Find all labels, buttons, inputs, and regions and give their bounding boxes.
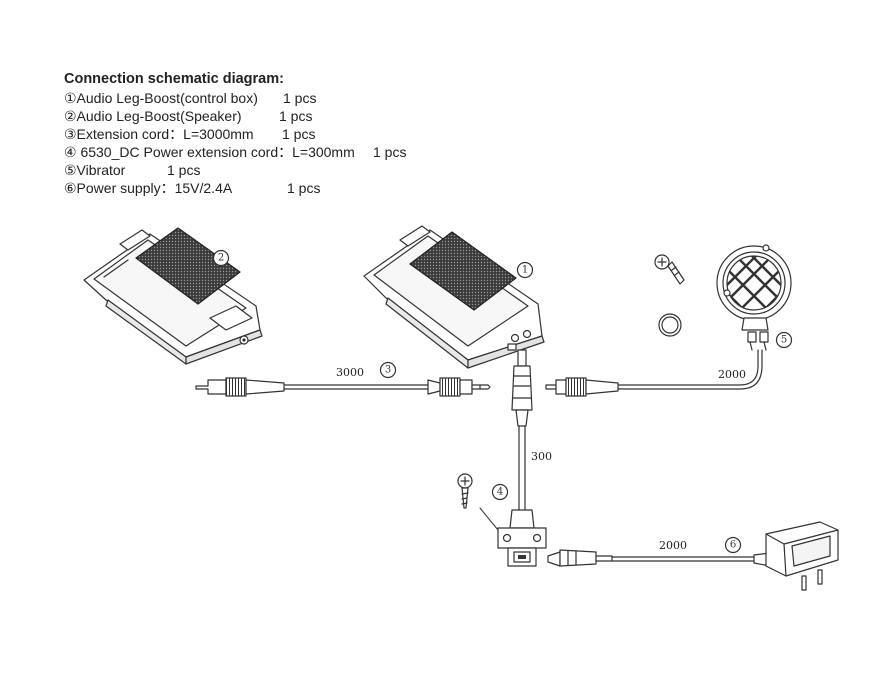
callout-4: 4 <box>491 483 509 501</box>
legend-item-extension-cord: ③Extension cord：L=3000mm 1 pcs <box>64 125 355 143</box>
legend-item-label: ④ 6530_DC Power extension cord：L=300mm <box>64 144 355 160</box>
legend: Connection schematic diagram: ①Audio Leg… <box>64 70 406 197</box>
legend-item-control-box: ①Audio Leg-Boost(control box) 1 pcs <box>64 89 355 107</box>
legend-item-speaker: ②Audio Leg-Boost(Speaker) 1 pcs <box>64 107 355 125</box>
mount-leader-line <box>479 507 499 531</box>
speaker-unit <box>83 227 263 365</box>
legend-item-vibrator: ⑤Vibrator 1 pcs <box>64 161 355 179</box>
length-label-cord4: 300 <box>531 450 552 463</box>
length-label-cord3: 3000 <box>336 366 364 379</box>
legend-item-qty: 1 pcs <box>287 180 321 196</box>
length-label-cord5: 2000 <box>718 368 746 381</box>
callout-1: 1 <box>516 261 534 279</box>
diagram-title: Connection schematic diagram: <box>64 71 284 87</box>
legend-item-label: ①Audio Leg-Boost(control box) <box>64 90 258 106</box>
power-adapter <box>765 521 839 591</box>
legend-item-qty: 1 pcs <box>282 126 316 142</box>
legend-item-label: ⑥Power supply：15V/2.4A <box>64 180 233 196</box>
length-label-cord6: 2000 <box>659 539 687 552</box>
vibrator <box>716 244 792 351</box>
svg-text:3: 3 <box>385 365 391 376</box>
legend-item-label: ②Audio Leg-Boost(Speaker) <box>64 108 242 124</box>
dc-extension-cord <box>497 349 547 567</box>
legend-item-qty: 1 pcs <box>373 144 407 160</box>
callout-3: 3 <box>379 361 397 379</box>
screw-icon <box>457 473 473 509</box>
svg-text:2: 2 <box>218 253 224 264</box>
legend-item-qty: 1 pcs <box>279 108 313 124</box>
callout-2: 2 <box>212 249 230 267</box>
legend-item-label: ⑤Vibrator <box>64 162 126 178</box>
callout-6: 6 <box>724 536 742 554</box>
washer-icon <box>658 313 682 337</box>
legend-item-dc-cord: ④ 6530_DC Power extension cord：L=300mm 1… <box>64 143 406 161</box>
legend-item-power-supply: ⑥Power supply：15V/2.4A 1 pcs <box>64 179 355 197</box>
svg-text:6: 6 <box>730 540 736 551</box>
svg-text:4: 4 <box>497 487 503 498</box>
svg-text:1: 1 <box>522 265 528 276</box>
control-box <box>363 225 545 369</box>
callout-5: 5 <box>775 331 793 349</box>
power-cord <box>547 549 771 567</box>
svg-text:5: 5 <box>781 335 787 346</box>
legend-item-qty: 1 pcs <box>167 162 201 178</box>
legend-item-label: ③Extension cord：L=3000mm <box>64 126 254 142</box>
screw-icon <box>654 254 685 285</box>
legend-item-qty: 1 pcs <box>283 90 317 106</box>
extension-cord <box>195 377 491 397</box>
vibrator-cord <box>545 349 763 397</box>
